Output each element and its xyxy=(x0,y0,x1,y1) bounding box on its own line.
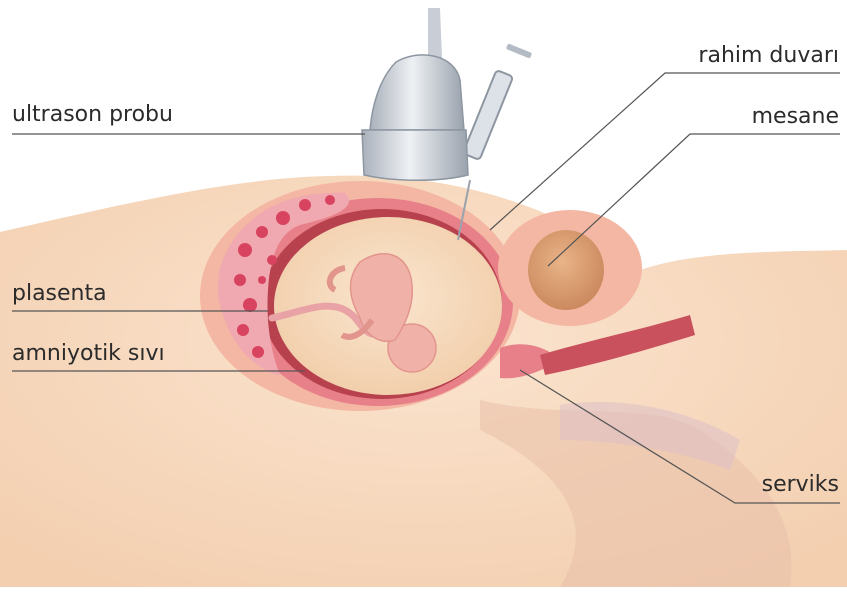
label-uterine-wall: rahim duvarı xyxy=(698,45,839,67)
label-amniotic: amniyotik sıvı xyxy=(12,343,165,365)
label-probe: ultrason probu xyxy=(12,104,173,126)
ultrasound-probe xyxy=(362,8,468,180)
label-cervix: serviks xyxy=(762,474,839,496)
leader-uterine-wall xyxy=(490,73,840,230)
label-bladder: mesane xyxy=(752,106,839,128)
label-placenta: plasenta xyxy=(12,283,107,305)
bladder xyxy=(528,230,604,310)
